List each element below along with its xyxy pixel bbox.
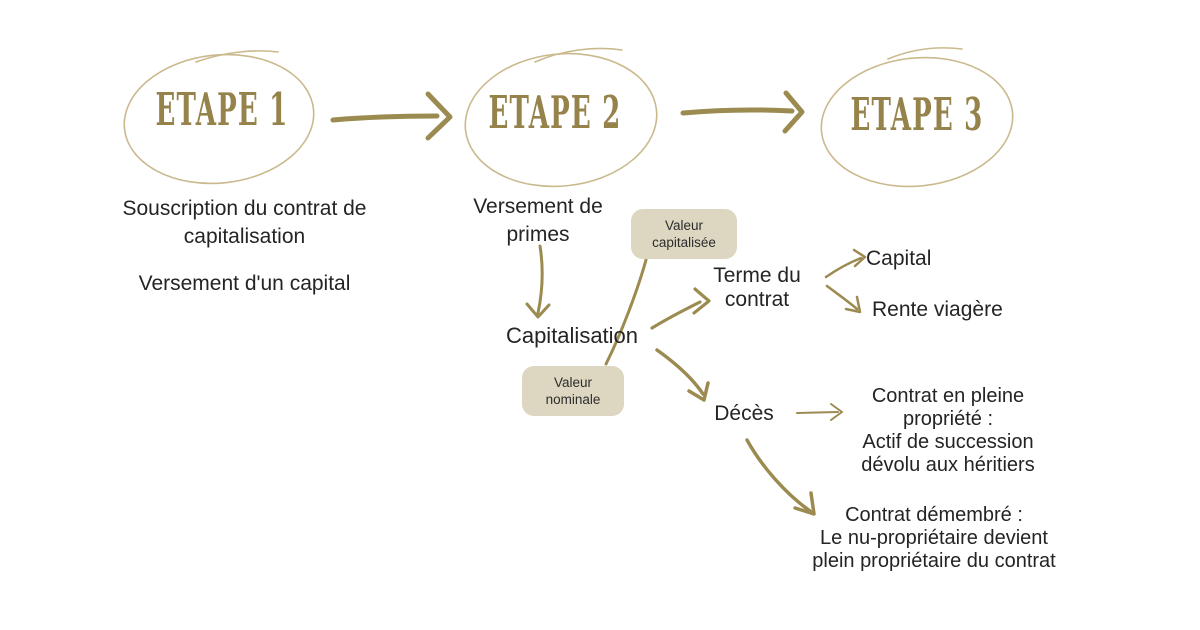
capital-label: Capital — [866, 247, 932, 270]
valeur-capitalisee-badge: Valeur capitalisée — [631, 209, 737, 259]
text-line: capitalisation — [183, 225, 306, 248]
arrow-primes-to-capitalisation — [525, 244, 551, 319]
step1-title: ETAPE 1 — [155, 83, 289, 136]
versement-capital-label: Versement d'un capital — [138, 272, 351, 295]
arrow-deces-to-demembre — [745, 438, 816, 516]
rente-viagere-label: Rente viagère — [872, 298, 1003, 321]
step2-title: ETAPE 2 — [488, 86, 622, 139]
valeur-nominale-badge: Valeur nominale — [522, 366, 624, 416]
arrow-capitalisation-to-deces — [655, 348, 710, 402]
text-line: Terme du — [713, 264, 801, 287]
step3-ellipse — [820, 47, 1014, 188]
text-line: Contrat en pleine — [871, 385, 1025, 407]
text-line: Contrat démembré : — [845, 504, 1023, 526]
arrow-step1-to-step2 — [330, 91, 453, 141]
text-line: dévolu aux héritiers — [861, 454, 1035, 476]
step2-ellipse — [464, 47, 658, 188]
step3-title: ETAPE 3 — [850, 88, 984, 141]
text-line: nominale — [545, 392, 601, 407]
text-line: plein propriétaire du contrat — [812, 550, 1056, 572]
text-line: Valeur — [664, 218, 704, 233]
versement-primes-label: Versement de primes — [462, 193, 614, 249]
deces-label: Décès — [714, 402, 774, 425]
text-line: Actif de succession — [862, 431, 1034, 453]
step1-ellipse — [123, 50, 315, 185]
text-line: capitalisée — [652, 235, 716, 250]
capitalisation-label: Capitalisation — [505, 323, 639, 348]
text-line: Versement de — [473, 195, 603, 218]
contrat-demembre-block: Contrat démembré : Le nu-propriétaire de… — [781, 504, 1087, 573]
text-line: primes — [506, 223, 570, 246]
arrow-capitalisation-to-terme — [650, 287, 711, 330]
text-line: propriété : — [902, 408, 994, 430]
step1-description: Souscription du contrat de capitalisatio… — [92, 195, 397, 298]
terme-du-contrat-label: Terme du contrat — [696, 264, 818, 312]
arrow-step2-to-step3 — [680, 90, 805, 134]
text-line: Le nu-propriétaire devient — [820, 527, 1048, 549]
text-line: Valeur — [553, 375, 593, 390]
arrow-terme-to-rente — [825, 284, 862, 314]
text-line: contrat — [724, 288, 790, 311]
arrow-terme-to-capital — [824, 248, 867, 279]
arrow-deces-to-pleine-propriete — [796, 403, 843, 421]
text-line: Souscription du contrat de — [122, 197, 367, 220]
pleine-propriete-block: Contrat en pleine propriété : Actif de s… — [836, 385, 1060, 477]
badge-connector-line — [604, 258, 648, 366]
